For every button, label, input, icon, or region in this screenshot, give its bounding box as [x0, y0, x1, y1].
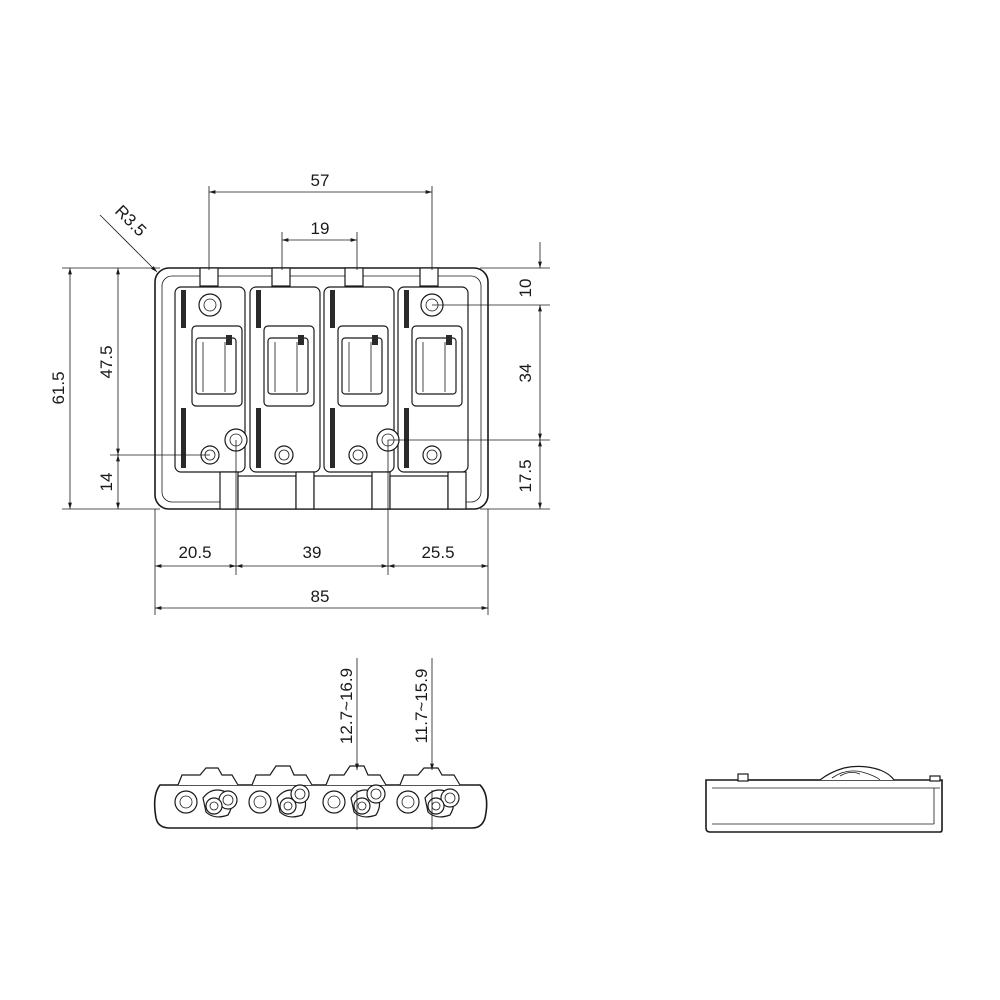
- dim-34-label: 34: [516, 364, 535, 383]
- top-tabs: [199, 267, 439, 287]
- bottom-tabs: [219, 471, 467, 510]
- front-saddles: [174, 765, 461, 818]
- dim-85-label: 85: [311, 587, 330, 606]
- dimension-height-1: 12.7~16.9: [337, 658, 359, 830]
- adjust-screw-icon: [274, 445, 294, 465]
- dim-615-label: 61.5: [49, 371, 68, 404]
- dimension-615: 61.5: [49, 267, 160, 510]
- mount-hole-icon: [198, 293, 222, 317]
- adjust-screw-icon: [422, 445, 442, 465]
- saddle-channel-3: [323, 286, 395, 473]
- adjust-screw-icon: [348, 445, 368, 465]
- dim-14-label: 14: [97, 473, 116, 492]
- dim-height-1-label: 12.7~16.9: [337, 668, 356, 744]
- dimension-right-stack: 10 34 17.5: [388, 242, 550, 510]
- saddle-channel-1: [174, 286, 246, 473]
- dim-175-label: 17.5: [516, 459, 535, 492]
- dim-39-label: 39: [303, 543, 322, 562]
- dim-205-label: 20.5: [178, 543, 211, 562]
- dim-19-label: 19: [311, 219, 330, 238]
- dimension-475-14: 47.5 14: [97, 268, 210, 509]
- saddle-channel-2: [249, 286, 321, 473]
- dimension-r35: R3.5: [99, 201, 158, 273]
- dimension-85: 85: [155, 587, 488, 610]
- dim-57-label: 57: [311, 171, 330, 190]
- saddle-channel-4: [397, 286, 469, 473]
- dim-255-label: 25.5: [421, 543, 454, 562]
- front-view: 12.7~16.9 11.7~15.9: [153, 658, 488, 830]
- dimension-57: 57: [208, 171, 433, 270]
- side-base-outline: [705, 779, 943, 833]
- dim-475-label: 47.5: [97, 345, 116, 378]
- dim-10-label: 10: [516, 279, 535, 298]
- top-view: 57 19 R3.5 10 34 17.5: [49, 171, 550, 615]
- dim-r35-label: R3.5: [111, 201, 150, 240]
- side-view: [705, 765, 943, 833]
- side-saddle-profile: [748, 765, 895, 781]
- dimension-height-2: 11.7~15.9: [412, 658, 434, 830]
- dim-height-2-label: 11.7~15.9: [412, 669, 431, 744]
- dimension-bottom-stack: 20.5 39 25.5: [154, 440, 489, 615]
- dimension-19: 19: [281, 219, 358, 270]
